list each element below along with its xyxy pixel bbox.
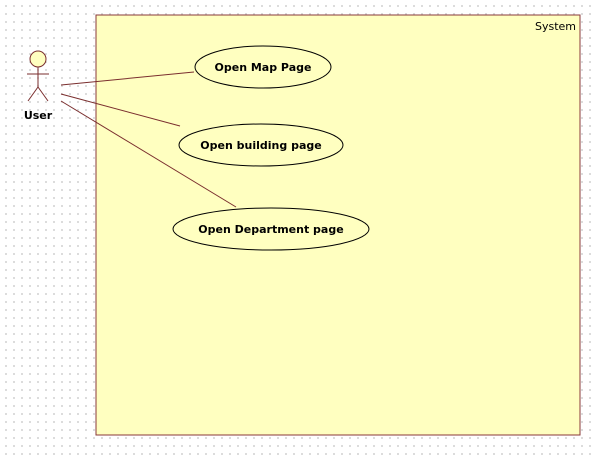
use-case-label: Open building page	[200, 139, 321, 152]
use-case-open-department-page[interactable]: Open Department page	[172, 207, 370, 251]
use-case-open-map-page[interactable]: Open Map Page	[194, 45, 332, 89]
association-user-building[interactable]	[60, 93, 181, 127]
use-case-ellipse	[172, 207, 370, 251]
actor-right-leg	[37, 86, 49, 102]
actor-user[interactable]: User	[24, 50, 53, 122]
system-label: System	[535, 20, 576, 33]
use-case-label: Open Department page	[198, 223, 343, 236]
association-user-department[interactable]	[60, 100, 237, 208]
use-case-open-building-page[interactable]: Open building page	[178, 123, 344, 167]
use-case-label: Open Map Page	[215, 61, 312, 74]
actor-head	[29, 50, 47, 68]
use-case-ellipse	[178, 123, 344, 167]
actor-label: User	[24, 109, 53, 122]
association-user-map[interactable]	[60, 71, 195, 86]
actor-left-leg	[27, 86, 39, 102]
use-case-ellipse	[194, 45, 332, 89]
